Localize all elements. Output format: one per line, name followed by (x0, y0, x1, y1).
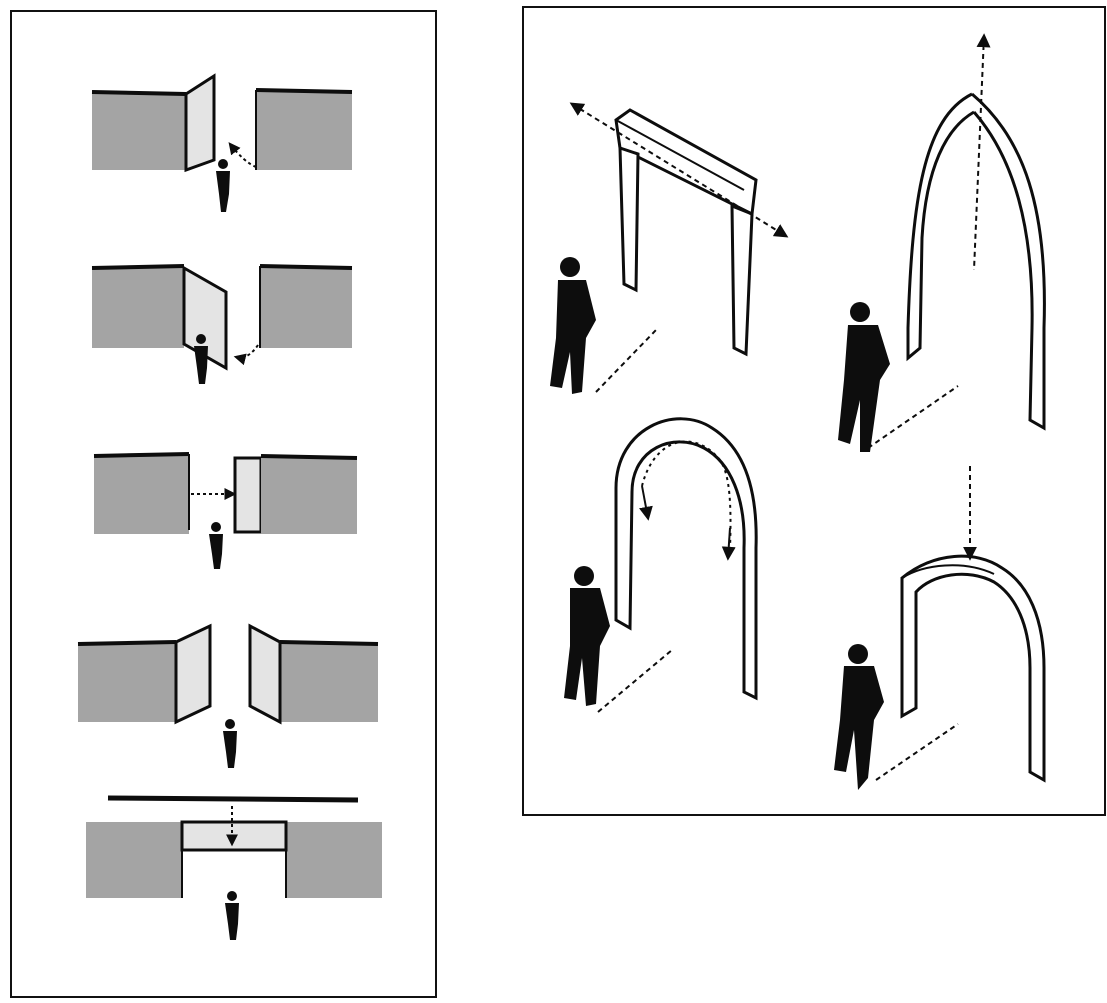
row-lintel-opening (86, 795, 382, 940)
person-silhouette (216, 159, 230, 212)
pointed-gothic-arch (867, 33, 1046, 449)
left-post (618, 145, 640, 293)
wall-block-right (261, 458, 357, 534)
wall-block-left (94, 456, 189, 534)
person-silhouette (223, 719, 237, 768)
lintel-beam (180, 820, 288, 852)
wall-block-right (256, 92, 352, 170)
arch-types-panel (522, 6, 1106, 816)
row-single-door-opening-toward-viewer (91, 73, 353, 212)
person-silhouette (564, 566, 610, 706)
wall-block-left (92, 92, 186, 170)
ground-line (107, 795, 359, 803)
door-leaf (182, 265, 228, 371)
wall-block-left (92, 268, 184, 348)
row-sliding-door (93, 452, 358, 569)
door-leaf (233, 456, 263, 534)
person-silhouette (838, 302, 890, 452)
row-double-door-open (77, 623, 379, 768)
person-silhouette (194, 334, 208, 384)
wall-block-left (78, 644, 176, 722)
door-leaf-left (174, 623, 212, 725)
right-post (730, 203, 754, 357)
arch-types-drawing (550, 33, 1046, 790)
flat-segmental-arch (875, 466, 1046, 783)
person-silhouette (225, 891, 239, 940)
wall-block-right (280, 644, 378, 722)
wall-block-left (86, 822, 182, 898)
door-leaf-right (248, 623, 282, 725)
person-silhouette (209, 522, 223, 569)
wall-block-right (286, 822, 382, 898)
person-silhouette (550, 257, 596, 394)
round-arch (597, 417, 758, 713)
door-sequence-panel (10, 10, 437, 998)
wall-block-right (260, 268, 352, 348)
row-single-door-swung-open-with-person-inside (91, 264, 353, 384)
door-leaf (184, 73, 216, 173)
door-sequence-drawing (77, 73, 382, 940)
post-and-lintel-frame (569, 102, 789, 393)
person-silhouette (834, 644, 884, 790)
